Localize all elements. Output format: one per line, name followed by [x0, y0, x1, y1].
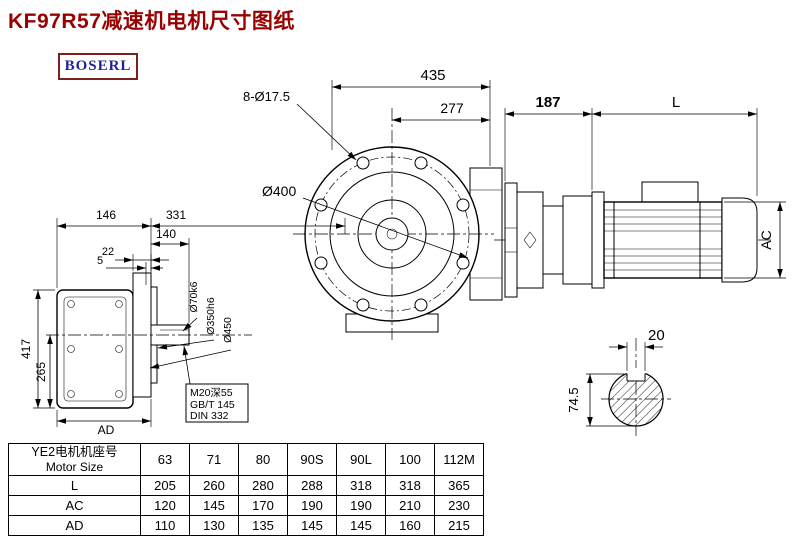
dim-187: 187: [535, 94, 560, 111]
cell: 120: [140, 495, 190, 516]
table-header-motor-size: YE2电机机座号 Motor Size: [8, 443, 141, 476]
table-header-row: YE2电机机座号 Motor Size 63 71 80 90S 90L 100…: [8, 443, 484, 476]
dim-331: 331: [166, 208, 186, 222]
dim-74-5: 74.5: [566, 387, 581, 412]
dim-277: 277: [440, 100, 464, 116]
bolt-holes-label: 8-Ø17.5: [243, 89, 290, 104]
col-71: 71: [189, 443, 239, 476]
col-80: 80: [238, 443, 288, 476]
drawing-title: KF97R57减速机电机尺寸图纸: [8, 10, 295, 33]
cell: 145: [287, 515, 337, 536]
table-row-L: L 205 260 280 288 318 318 365: [8, 475, 484, 496]
cell: 230: [434, 495, 484, 516]
cell: 318: [336, 475, 386, 496]
dim-L: L: [672, 94, 680, 111]
technical-drawing: 435 277 8-Ø17.5 Ø400: [19, 67, 786, 437]
col-112M: 112M: [434, 443, 484, 476]
cell: 145: [336, 515, 386, 536]
left-view-gearbox: 146 331 140 22 5 417 265 AD Ø70k6: [19, 208, 346, 437]
col-90S: 90S: [287, 443, 337, 476]
cell: 280: [238, 475, 288, 496]
terminal-box: [641, 181, 699, 203]
cell: 110: [140, 515, 190, 536]
bolt-holes: [314, 156, 470, 312]
dim-146: 146: [96, 208, 116, 222]
cell: 160: [385, 515, 435, 536]
cell: 145: [189, 495, 239, 516]
col-63: 63: [140, 443, 190, 476]
cell: 135: [238, 515, 288, 536]
cell: 190: [336, 495, 386, 516]
col-100: 100: [385, 443, 435, 476]
header-en: Motor Size: [45, 460, 104, 474]
bolt-circle: [314, 156, 470, 312]
tap-note-2: GB/T 145: [190, 399, 235, 411]
flange-dia-label-left: Ø450: [222, 317, 234, 343]
shaft-dia-label: Ø70k6: [188, 281, 200, 312]
mounting-flange: [504, 182, 518, 298]
fan-cowl: [721, 197, 758, 283]
tap-note-box: [185, 383, 249, 423]
sight-glass: [523, 231, 537, 249]
dim-AD: AD: [98, 423, 115, 437]
dim-AC: AC: [758, 230, 774, 249]
dim-435: 435: [420, 67, 445, 84]
cell: 205: [140, 475, 190, 496]
motor-body: [603, 201, 723, 279]
spigot-dia-label: Ø350h6: [205, 297, 217, 335]
side-view-motor: 187 L AC: [494, 94, 786, 298]
motor-flange: [591, 191, 605, 289]
front-view-gearbox: 435 277 8-Ø17.5 Ø400: [243, 67, 503, 340]
flange-dia-label: Ø400: [262, 183, 296, 199]
cell: 288: [287, 475, 337, 496]
cell: 260: [189, 475, 239, 496]
cell: 190: [287, 495, 337, 516]
row-label-L: L: [8, 475, 141, 496]
cell: 210: [385, 495, 435, 516]
motor-fins: [604, 202, 722, 278]
dim-22: 22: [102, 246, 114, 258]
tap-note-1: M20深55: [190, 387, 233, 399]
cell: 215: [434, 515, 484, 536]
cell: 170: [238, 495, 288, 516]
motor-size-table: YE2电机机座号 Motor Size 63 71 80 90S 90L 100…: [8, 443, 484, 536]
housing-bolts: [67, 300, 123, 398]
dim-5: 5: [97, 255, 103, 267]
table-row-AD: AD 110 130 135 145 145 160 215: [8, 515, 484, 536]
shaft-section: 20 74.5: [566, 327, 671, 436]
col-90L: 90L: [336, 443, 386, 476]
tap-note-3: DIN 332: [190, 410, 229, 422]
cell: 130: [189, 515, 239, 536]
dim-140: 140: [156, 227, 176, 241]
cell: 365: [434, 475, 484, 496]
header-cn: YE2电机机座号: [31, 445, 118, 459]
table-row-AC: AC 120 145 170 190 190 210 230: [8, 495, 484, 516]
dim-20: 20: [648, 327, 665, 344]
row-label-AC: AC: [8, 495, 141, 516]
row-label-AD: AD: [8, 515, 141, 536]
dim-417: 417: [19, 339, 33, 359]
cell: 318: [385, 475, 435, 496]
brand-logo: BOSERL: [58, 53, 138, 80]
dim-265: 265: [34, 362, 48, 382]
gear-housing: [56, 289, 134, 409]
